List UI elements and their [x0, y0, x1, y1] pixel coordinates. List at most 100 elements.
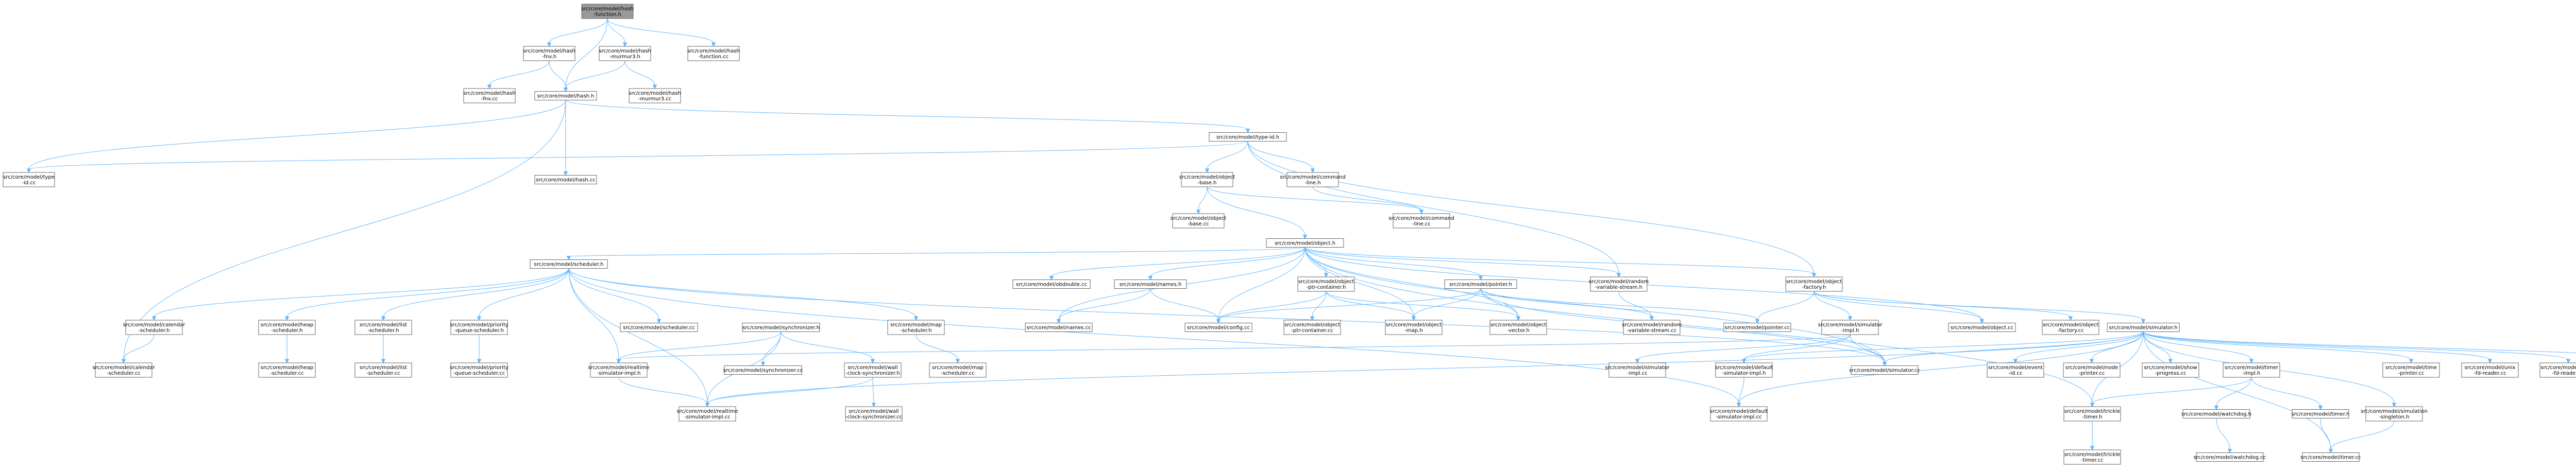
file-node[interactable]: src/core/model/type-id.cc [3, 172, 55, 187]
edge-line [565, 18, 608, 89]
file-node[interactable]: src/core/model/hash-murmur3.cc [629, 88, 681, 103]
node-label: -base.cc [1188, 221, 1209, 227]
file-node[interactable]: src/core/model/object-factory.h [1785, 276, 1843, 292]
node-box [463, 88, 516, 103]
edge-line [2251, 377, 2321, 407]
node-label: src/core/model/scheduler.cc [623, 325, 695, 331]
file-node[interactable]: src/core/model/node-printer.cc [2063, 362, 2121, 378]
file-node[interactable]: src/core/model/default-simulator-impl.cc [1710, 406, 1768, 422]
file-node[interactable]: src/core/model/object.cc [1948, 323, 2016, 332]
file-node[interactable]: src/core/model/hash.cc [534, 175, 597, 184]
file-node[interactable]: src/core/model/obdouble.cc [1012, 279, 1091, 289]
file-node[interactable]: src/core/model/time-printer.cc [2382, 362, 2440, 378]
file-node[interactable]: src/core/model/map-scheduler.h [887, 320, 945, 335]
file-node[interactable]: src/core/model/names.h [1114, 279, 1187, 289]
file-node[interactable]: src/core/model/calendar-scheduler.h [123, 320, 186, 335]
dependency-edge [1216, 288, 1481, 324]
file-node[interactable]: src/core/model/random-variable-stream.cc [1622, 320, 1682, 335]
file-node[interactable]: src/core/model/simulator-impl.h [1818, 320, 1883, 335]
edge-line [762, 331, 782, 363]
edge-line [383, 268, 569, 318]
node-label: -id.cc [2009, 371, 2023, 376]
dependency-edge [616, 331, 782, 364]
node-label: src/core/model/calendar [93, 365, 156, 371]
edge-arrowhead [477, 359, 482, 364]
root-file-node[interactable]: src/core/model/hash-function.h [581, 4, 634, 19]
dependency-edge [2090, 377, 2252, 408]
file-node[interactable]: src/core/model/trickle-timer.cc [2063, 449, 2121, 465]
node-label: -progress.cc [2155, 371, 2187, 376]
node-label: -scheduler.cc [941, 371, 975, 376]
file-node[interactable]: src/core/model/names.cc [1025, 323, 1093, 332]
file-node[interactable]: src/core/model/hash-function.cc [687, 46, 740, 61]
file-node[interactable]: src/core/model/map-scheduler.cc [929, 362, 987, 378]
file-node[interactable]: src/core/model/watchdog.cc [2194, 452, 2266, 462]
file-node[interactable]: src/core/model/wall-clock-synchronizer.h [844, 362, 902, 378]
file-node[interactable]: src/core/model/realtime-simulator-impl.c… [676, 406, 738, 422]
file-node[interactable]: src/core/model/event-id.cc [1987, 362, 2044, 378]
node-box [1489, 320, 1547, 335]
file-node[interactable]: src/core/model/pointer.h [1444, 279, 1517, 289]
file-node[interactable]: src/core/model/object-ptr-container.h [1297, 276, 1355, 292]
file-node[interactable]: src/core/model/list-scheduler.h [354, 320, 412, 335]
file-node[interactable]: src/core/model/simulator.h [2107, 323, 2180, 332]
node-box [1623, 320, 1681, 335]
dependency-edge [151, 268, 569, 321]
file-node[interactable]: src/core/model/timer.h [2292, 409, 2350, 418]
edge-arrowhead [381, 316, 386, 321]
file-node[interactable]: src/core/model/unix-fd-reader.cc [2461, 362, 2519, 378]
file-node[interactable]: src/core/model/random-variable-stream.h [1589, 276, 1649, 292]
file-node[interactable]: src/core/model/hash.h [534, 91, 597, 100]
file-node[interactable]: src/core/model/priority-queue-scheduler.… [450, 362, 509, 378]
file-node[interactable]: src/core/model/synchronizer.cc [723, 365, 803, 375]
file-node[interactable]: src/core/model/hash-fnv.h [523, 46, 575, 61]
file-node[interactable]: src/core/model/show-progress.cc [2142, 362, 2199, 378]
file-node[interactable]: src/core/model/object-vector.h [1489, 320, 1547, 335]
dependency-edge [1736, 331, 2144, 408]
file-node[interactable]: src/core/model/hash-murmur3.h [599, 46, 651, 61]
file-node[interactable]: src/core/model/object-base.cc [1171, 213, 1226, 229]
file-node[interactable]: src/core/model/scheduler.h [530, 259, 608, 269]
file-node[interactable]: src/core/model/watchdog.h [2181, 409, 2251, 418]
file-node[interactable]: src/core/model/synchronizer.h [742, 323, 820, 332]
file-node[interactable]: src/core/model/object-base.h [1179, 172, 1235, 187]
file-node[interactable]: src/core/model/command-line.h [1280, 172, 1346, 187]
node-label: -factory.h [1802, 285, 1826, 290]
file-node[interactable]: src/core/model/heap-scheduler.h [258, 320, 316, 335]
file-node[interactable]: src/core/model/pointer.cc [1723, 323, 1791, 332]
edge-line [2143, 331, 2569, 360]
edge-line [1247, 141, 1619, 274]
file-node[interactable]: src/core/model/trickle-timer.h [2063, 406, 2121, 422]
edge-arrowhead [566, 256, 571, 260]
file-node[interactable]: src/core/model/simulation-singleton.h [2361, 406, 2428, 422]
file-node[interactable]: src/core/model/command-line.cc [1388, 213, 1454, 229]
edge-line [1051, 247, 1306, 277]
file-node[interactable]: src/core/model/timer-impl.h [2223, 362, 2280, 378]
file-node[interactable]: src/core/model/object-factory.cc [2042, 320, 2099, 335]
node-box [2182, 409, 2250, 418]
file-node[interactable]: src/core/model/type-id.h [1209, 132, 1287, 142]
file-node[interactable]: src/core/model/object-map.h [1385, 320, 1443, 335]
file-node[interactable]: src/core/model/object-ptr-container.cc [1283, 320, 1341, 335]
node-label: src/core/model/type-id.h [1216, 135, 1279, 141]
file-node[interactable]: src/core/model/timer.cc [2300, 452, 2361, 462]
file-node[interactable]: src/core/model/calendar-scheduler.cc [93, 362, 156, 378]
file-node[interactable]: src/core/model/wall-clock-synchronizer.c… [845, 406, 903, 422]
file-node[interactable]: src/core/model/win32-fd-reader.cc [2539, 362, 2576, 378]
file-node[interactable]: src/core/model/heap-scheduler.cc [258, 362, 316, 378]
file-node[interactable]: src/core/model/simulator.cc [1849, 365, 1920, 375]
file-node[interactable]: src/core/model/hash-fnv.cc [463, 88, 516, 103]
file-node[interactable]: src/core/model/default-simulator-impl.h [1715, 362, 1773, 378]
file-node[interactable]: src/core/model/list-scheduler.cc [354, 362, 412, 378]
file-node[interactable]: src/core/model/simulator-impl.cc [1605, 362, 1670, 378]
file-node[interactable]: src/core/model/object.h [1266, 238, 1344, 248]
dependency-edge [616, 334, 1851, 364]
file-node[interactable]: src/core/model/realtime-simulator-impl.h [588, 362, 650, 378]
file-node[interactable]: src/core/model/priority-queue-scheduler.… [450, 320, 509, 335]
dependency-edge [2143, 331, 2576, 354]
file-node[interactable]: src/core/model/scheduler.cc [620, 323, 698, 332]
edge-line [2330, 421, 2395, 450]
edge-line [568, 268, 917, 318]
file-node[interactable]: src/core/model/config.cc [1184, 323, 1252, 332]
node-label: src/core/model/wall [848, 365, 897, 371]
